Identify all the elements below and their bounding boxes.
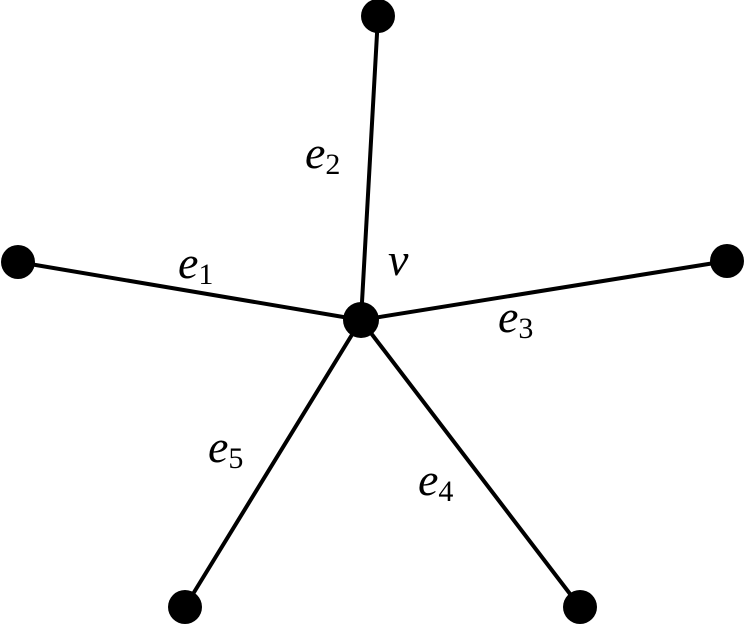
edge-label-e3-sub: 3 (518, 312, 533, 345)
edge-e1 (16, 260, 363, 322)
vertex-top (361, 0, 395, 33)
edge-e2 (359, 14, 380, 322)
edge-e3 (359, 259, 729, 322)
edge-label-e5: e5 (208, 421, 243, 475)
edge-e4 (359, 318, 582, 609)
edge-label-e3: e3 (498, 291, 533, 345)
vertex-left (1, 245, 35, 279)
center-vertex-label: v (388, 234, 409, 285)
edge-label-e2-sub: 2 (325, 148, 340, 181)
edge-label-e5-sub: 5 (228, 442, 243, 475)
vertex-bottom-right (563, 590, 597, 624)
edge-label-e4-sub: 4 (438, 475, 453, 508)
edge-label-e5-letter: e (208, 421, 228, 472)
vertex-right (710, 244, 744, 278)
edge-label-e2: e2 (305, 127, 340, 181)
edge-label-e4: e4 (418, 454, 453, 508)
edge-label-e3-letter: e (498, 291, 518, 342)
edge-label-e2-letter: e (305, 127, 325, 178)
edge-label-e1: e1 (178, 237, 213, 291)
vertex-center-v (343, 302, 379, 338)
edge-label-e4-letter: e (418, 454, 438, 505)
edge-e5 (183, 318, 363, 609)
vertex-bottom-left (168, 590, 202, 624)
edge-label-e1-letter: e (178, 237, 198, 288)
edge-label-e1-sub: 1 (198, 258, 213, 291)
